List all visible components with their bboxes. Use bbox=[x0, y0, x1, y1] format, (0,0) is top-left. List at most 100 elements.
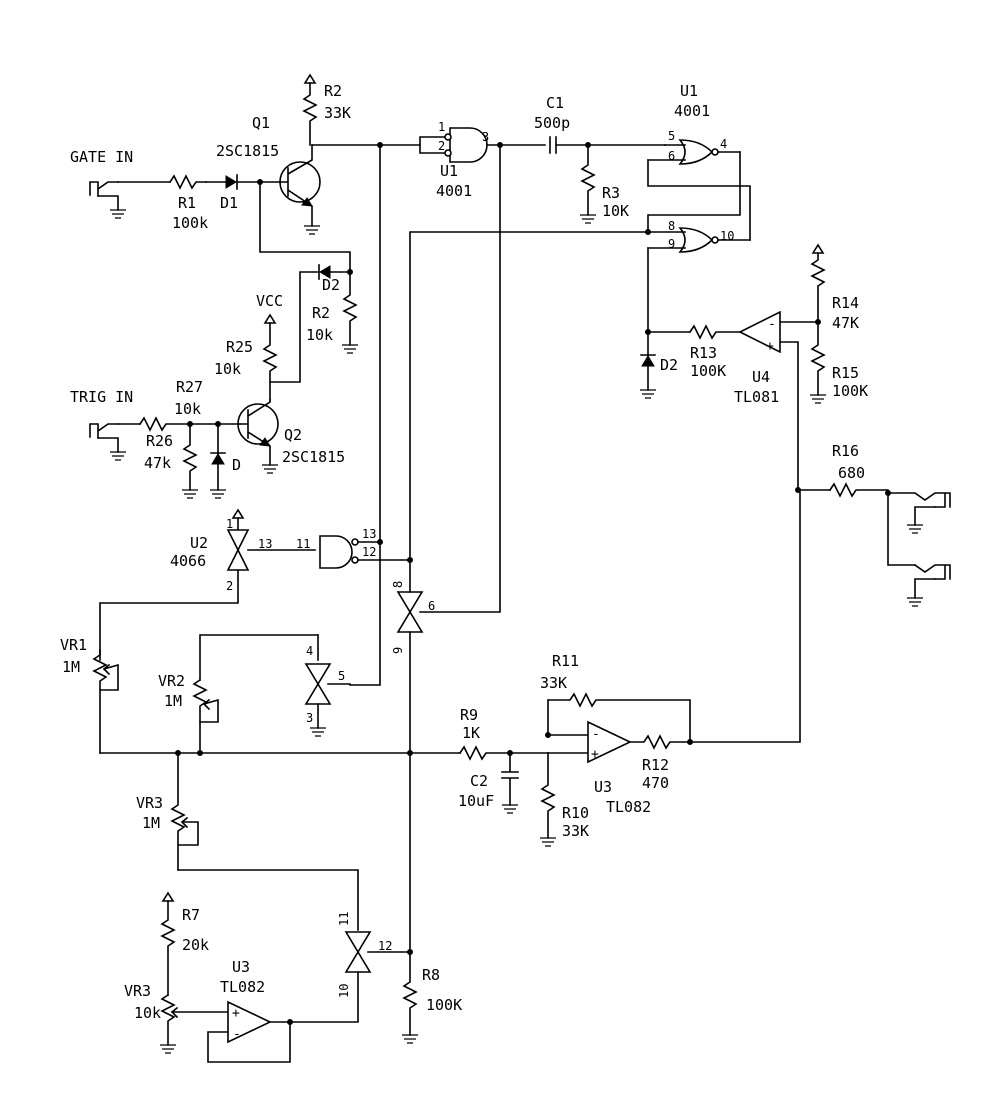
label-pins-nor2-b: 9 bbox=[668, 237, 675, 251]
label-components-r15-value: 100K bbox=[832, 382, 868, 400]
q1-transistor bbox=[279, 144, 321, 235]
r26-resistor bbox=[182, 423, 198, 499]
label-components-q2-value: 2SC1815 bbox=[282, 448, 345, 466]
label-components-r27-value: 10k bbox=[174, 400, 201, 418]
label-components-r3-ref: R3 bbox=[602, 184, 620, 202]
label-components-r2-top-value: 33K bbox=[324, 104, 351, 122]
r14-resistor bbox=[810, 243, 826, 323]
r3-resistor bbox=[580, 144, 596, 224]
label-components-vr3-top-ref: VR3 bbox=[136, 794, 163, 812]
label-components-r26-value: 47k bbox=[144, 454, 171, 472]
label-components-vr3-top-value: 1M bbox=[142, 814, 160, 832]
label-pins-sw-vr2-top: 4 bbox=[306, 644, 313, 658]
r9-resistor bbox=[458, 745, 549, 761]
r11-resistor bbox=[547, 692, 691, 743]
label-components-r3-value: 10K bbox=[602, 202, 629, 220]
label-pins-inv-in: 11 bbox=[296, 537, 310, 551]
output-jack-1 bbox=[887, 492, 951, 534]
label-components-r2-mid-value: 10k bbox=[306, 326, 333, 344]
label-components-r25-value: 10k bbox=[214, 360, 241, 378]
u3-right-opamp: - + bbox=[587, 720, 632, 764]
label-components-c2-value: 10uF bbox=[458, 792, 494, 810]
label-components-r7-value: 20k bbox=[182, 936, 209, 954]
label-components-q2-ref: Q2 bbox=[284, 426, 302, 444]
label-pins-sw-mid-ctl: 6 bbox=[428, 599, 435, 613]
label-pins-nand-out: 3 bbox=[482, 130, 489, 144]
label-components-u3-right-ref: U3 bbox=[594, 778, 612, 796]
r16-resistor bbox=[828, 482, 889, 498]
label-components-u4-value: TL081 bbox=[734, 388, 779, 406]
output-jack-2 bbox=[907, 563, 951, 607]
r2-33k-resistor bbox=[302, 73, 318, 146]
u1-nor-gate-2 bbox=[678, 227, 719, 253]
label-pins-sw-bot-top: 11 bbox=[337, 912, 351, 926]
label-components-r10-ref: R10 bbox=[562, 804, 589, 822]
label-components-q1-ref: Q1 bbox=[252, 114, 270, 132]
r1-resistor bbox=[168, 174, 207, 190]
label-components-r8-ref: R8 bbox=[422, 966, 440, 984]
r12-resistor bbox=[629, 489, 801, 750]
label-components-vr3-bottom-value: 10k bbox=[134, 1004, 161, 1022]
svg-text:-: - bbox=[233, 1027, 241, 1042]
vcc-label: VCC bbox=[256, 292, 283, 310]
label-components-vr1-ref: VR1 bbox=[60, 636, 87, 654]
label-pins-sw-bot-bot: 10 bbox=[337, 984, 351, 998]
label-pins-nor1-a: 5 bbox=[668, 129, 675, 143]
u2-analog-switch bbox=[226, 529, 250, 571]
label-pins-nor1-out: 4 bbox=[720, 137, 727, 151]
d2-right-diode bbox=[640, 331, 656, 399]
label-components-vr1-value: 1M bbox=[62, 658, 80, 676]
vr2-potentiometer bbox=[192, 678, 219, 754]
vr1-potentiometer bbox=[92, 649, 119, 754]
label-components-vr2-value: 1M bbox=[164, 692, 182, 710]
label-components-u3-bottom-ref: U3 bbox=[232, 958, 250, 976]
label-components-r9-value: 1K bbox=[462, 724, 480, 742]
label-components-r13-ref: R13 bbox=[690, 344, 717, 362]
vr3-bottom-potentiometer bbox=[160, 993, 229, 1054]
label-pins-sw1-in: 2 bbox=[226, 579, 233, 593]
label-pins-nor2-a: 8 bbox=[668, 219, 675, 233]
label-pins-sw1-out: 13 bbox=[258, 537, 272, 551]
label-components-r1-value: 100k bbox=[172, 214, 208, 232]
r13-resistor bbox=[688, 324, 741, 340]
gate-in-jack bbox=[89, 181, 126, 219]
inverter-nand-gate bbox=[319, 535, 359, 569]
label-pins-inv-a: 13 bbox=[362, 527, 376, 541]
label-components-r27-ref: R27 bbox=[176, 378, 203, 396]
label-components-r1-ref: R1 bbox=[178, 194, 196, 212]
svg-text:+: + bbox=[591, 747, 599, 762]
q2-transistor bbox=[237, 399, 279, 474]
label-components-r12-ref: R12 bbox=[642, 756, 669, 774]
label-components-r2-mid-ref: R2 bbox=[312, 304, 330, 322]
label-components-d1-ref: D1 bbox=[220, 194, 238, 212]
label-components-r14-value: 47K bbox=[832, 314, 859, 332]
r15-resistor bbox=[810, 321, 826, 404]
label-components-r9-ref: R9 bbox=[460, 706, 478, 724]
label-components-r8-value: 100K bbox=[426, 996, 462, 1014]
d1-diode bbox=[225, 174, 238, 190]
label-pins-sw1-ctl: 1 bbox=[226, 517, 233, 531]
r10-resistor bbox=[540, 752, 556, 847]
label-components-vr2-ref: VR2 bbox=[158, 672, 185, 690]
c2-capacitor bbox=[501, 752, 519, 814]
label-pins-nor2-out: 10 bbox=[720, 229, 734, 243]
label-components-c1-ref: C1 bbox=[546, 94, 564, 112]
label-pins-sw-vr2-bot: 3 bbox=[306, 711, 313, 725]
d-trig-diode bbox=[210, 423, 226, 499]
c1-capacitor bbox=[549, 136, 557, 154]
r27-resistor bbox=[138, 416, 241, 432]
label-components-d2-right-ref: D2 bbox=[660, 356, 678, 374]
u1-nand-gate bbox=[444, 127, 488, 163]
label-components-u1-nand-ref: U1 bbox=[440, 162, 458, 180]
label-components-r7-ref: R7 bbox=[182, 906, 200, 924]
svg-text:+: + bbox=[232, 1006, 240, 1021]
r8-resistor bbox=[402, 951, 418, 1044]
u4-opamp: - + bbox=[738, 310, 781, 354]
label-components-r14-ref: R14 bbox=[832, 294, 859, 312]
label-components-r11-ref: R11 bbox=[552, 652, 579, 670]
r7-resistor bbox=[160, 891, 176, 996]
label-components-r2-top-ref: R2 bbox=[324, 82, 342, 100]
svg-text:-: - bbox=[592, 727, 600, 742]
label-components-r15-ref: R15 bbox=[832, 364, 859, 382]
